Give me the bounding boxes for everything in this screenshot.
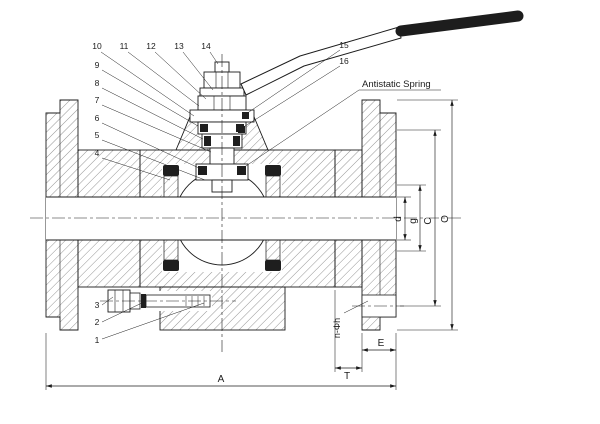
bolt-hole-leader [343,300,369,314]
seat-seal-bottom-right [265,260,281,271]
seat-seal-top-right [265,165,281,176]
dim-label-C: C [423,217,434,224]
thrust-seal-left [198,166,207,175]
callout-8: 8 [95,78,100,88]
packing-seal-left [204,136,211,146]
seat-seal-top-left [163,165,179,176]
callout-9: 9 [95,60,100,70]
dim-label-d: d [393,216,404,222]
callout-16: 16 [339,56,349,66]
dim-label-E: E [378,338,385,349]
leader-lines [100,49,441,340]
centerlines [30,54,462,352]
packing-ring-left [200,124,208,132]
dim-label-T: T [344,371,350,382]
dim-label-O: O [440,215,451,223]
callout-10: 10 [92,41,102,51]
dim-label-A: A [218,374,225,385]
callout-1: 1 [95,335,100,345]
antistatic-leader [239,89,441,171]
callout-12: 12 [146,41,156,51]
callout-5: 5 [95,130,100,140]
dimension-lines [46,100,454,388]
callout-6: 6 [95,113,100,123]
dimension-labels: d g C O n-Φh E T A [218,215,451,385]
callout-15: 15 [339,40,349,50]
thrust-seal-right [237,166,246,175]
bore [46,196,396,241]
o-ring-upper [242,112,249,119]
extension-lines [45,99,458,390]
callout-14: 14 [201,41,211,51]
dim-label-g: g [408,218,419,224]
packing-seal-right [233,136,240,146]
seat-seal-bottom-left [163,260,179,271]
callout-13: 13 [174,41,184,51]
dim-label-bolt-holes: n-Φh [332,318,342,338]
callout-7: 7 [95,95,100,105]
bore-channel [46,197,396,240]
callout-2: 2 [95,317,100,327]
antistatic-spring-label: Antistatic Spring [362,79,431,90]
callout-4: 4 [95,148,100,158]
callout-11: 11 [120,41,129,51]
callout-labels: 10 11 12 13 14 9 8 7 6 5 4 15 16 3 2 1 [92,40,349,345]
handle [240,10,524,96]
plug-gasket [141,294,146,308]
callout-3: 3 [95,300,100,310]
handle-grip [395,10,524,37]
o-ring-lower [238,126,245,133]
